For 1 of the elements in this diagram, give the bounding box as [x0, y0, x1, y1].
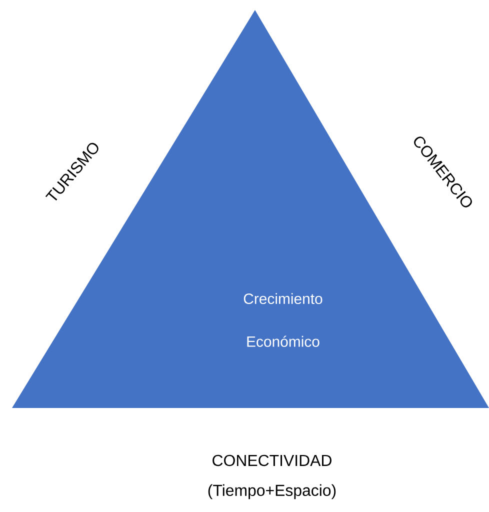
side-label: CONECTIVIDAD (Tiempo+Espacio) — [208, 454, 336, 500]
